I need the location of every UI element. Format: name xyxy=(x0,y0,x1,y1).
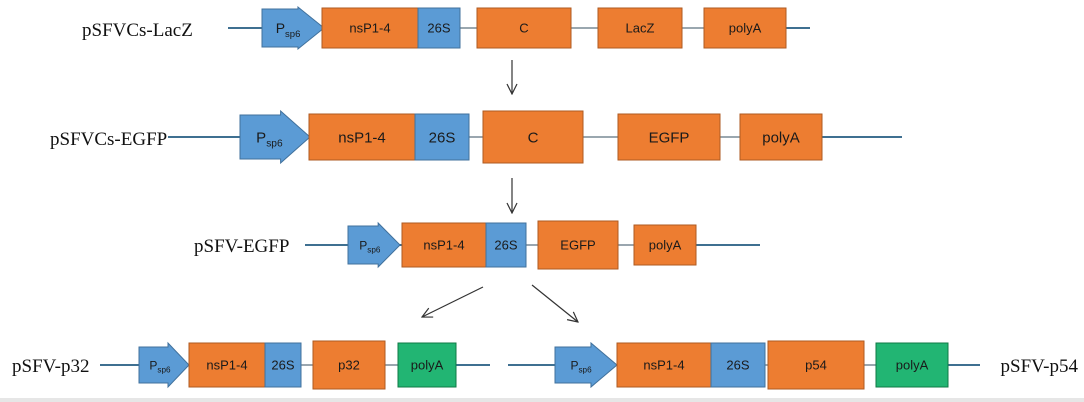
construct-psfv-egfp: pSFV-EGFP Psp6 nsP1-4 26S EGFP polyA xyxy=(194,220,760,270)
element-nsp1-4-label: nsP1-4 xyxy=(349,21,390,36)
element-p54-label: p54 xyxy=(805,358,827,373)
element-p32-label: p32 xyxy=(338,358,360,373)
promoter-arrow xyxy=(239,109,311,165)
element-nsp1-4-box xyxy=(401,222,487,268)
element-26s-box xyxy=(417,7,461,49)
element-polya-label: polyA xyxy=(729,21,762,36)
promoter-label: Psp6 xyxy=(276,20,301,40)
element-c-box xyxy=(476,7,572,49)
element-egfp-box xyxy=(537,220,619,270)
element-polya-box xyxy=(633,224,697,266)
promoter-label: Psp6 xyxy=(149,358,171,374)
construct-name: pSFV-p32 xyxy=(12,356,89,377)
element-26s-label: 26S xyxy=(427,21,450,36)
element-nsp1-4-label: nsP1-4 xyxy=(643,358,684,373)
derivation-arrows xyxy=(422,60,578,322)
element-26s-box xyxy=(264,342,302,388)
promoter-label: Psp6 xyxy=(256,129,283,149)
element-p32-box xyxy=(312,340,386,390)
promoter-label: Psp6 xyxy=(570,358,592,374)
promoter-arrow xyxy=(554,341,618,389)
element-26s-label: 26S xyxy=(429,129,456,146)
element-lacz-label: LacZ xyxy=(626,21,655,36)
element-c-label: C xyxy=(528,129,539,146)
construct-psfvcs-lacz: pSFVCs-LacZ Psp6 nsP1-4 26S C LacZ polyA xyxy=(82,5,810,51)
element-polya-box xyxy=(703,7,787,49)
derivation-arrow xyxy=(422,286,484,317)
element-lacz-box xyxy=(597,7,683,49)
element-polya-box xyxy=(875,342,949,388)
construct-name: pSFV-EGFP xyxy=(194,236,289,257)
element-26s-box xyxy=(485,222,527,268)
construct-name: pSFVCs-LacZ xyxy=(82,20,193,41)
element-p54-box xyxy=(767,340,865,390)
construct-name: pSFVCs-EGFP xyxy=(50,129,167,150)
construct-psfv-p54: pSFV-p54 Psp6 nsP1-4 26S p54 polyA xyxy=(508,340,1079,390)
element-nsp1-4-box xyxy=(321,7,419,49)
element-nsp1-4-box xyxy=(308,113,416,161)
promoter-label: Psp6 xyxy=(359,238,381,254)
element-polya-label: polyA xyxy=(896,358,929,373)
element-polya-label: polyA xyxy=(411,358,444,373)
construct-psfvcs-egfp: pSFVCs-EGFP Psp6 nsP1-4 26S C EGFP polyA xyxy=(50,109,902,165)
element-26s-label: 26S xyxy=(726,358,749,373)
construct-psfv-p32: pSFV-p32 Psp6 nsP1-4 26S p32 polyA xyxy=(12,340,490,390)
element-polya-box xyxy=(739,113,823,161)
element-nsp1-4-box xyxy=(616,342,712,388)
element-nsp1-4-label: nsP1-4 xyxy=(338,129,386,146)
element-polya-box xyxy=(397,342,457,388)
element-26s-label: 26S xyxy=(271,358,294,373)
element-egfp-box xyxy=(617,113,721,161)
element-26s-label: 26S xyxy=(494,238,517,253)
element-nsp1-4-label: nsP1-4 xyxy=(206,358,247,373)
element-polya-label: polyA xyxy=(649,238,682,253)
element-egfp-label: EGFP xyxy=(649,129,690,146)
element-26s-box xyxy=(710,342,766,388)
promoter-arrow xyxy=(138,341,190,389)
derivation-arrow xyxy=(531,284,578,322)
element-c-box xyxy=(482,110,584,164)
element-polya-label: polyA xyxy=(762,129,800,146)
promoter-arrow xyxy=(347,221,401,269)
element-26s-box xyxy=(414,113,470,161)
element-nsp1-4-label: nsP1-4 xyxy=(423,238,464,253)
construct-name: pSFV-p54 xyxy=(1001,356,1079,377)
element-c-label: C xyxy=(519,21,528,36)
element-egfp-label: EGFP xyxy=(560,238,595,253)
promoter-arrow xyxy=(261,5,325,51)
bottom-rule xyxy=(0,398,1084,402)
